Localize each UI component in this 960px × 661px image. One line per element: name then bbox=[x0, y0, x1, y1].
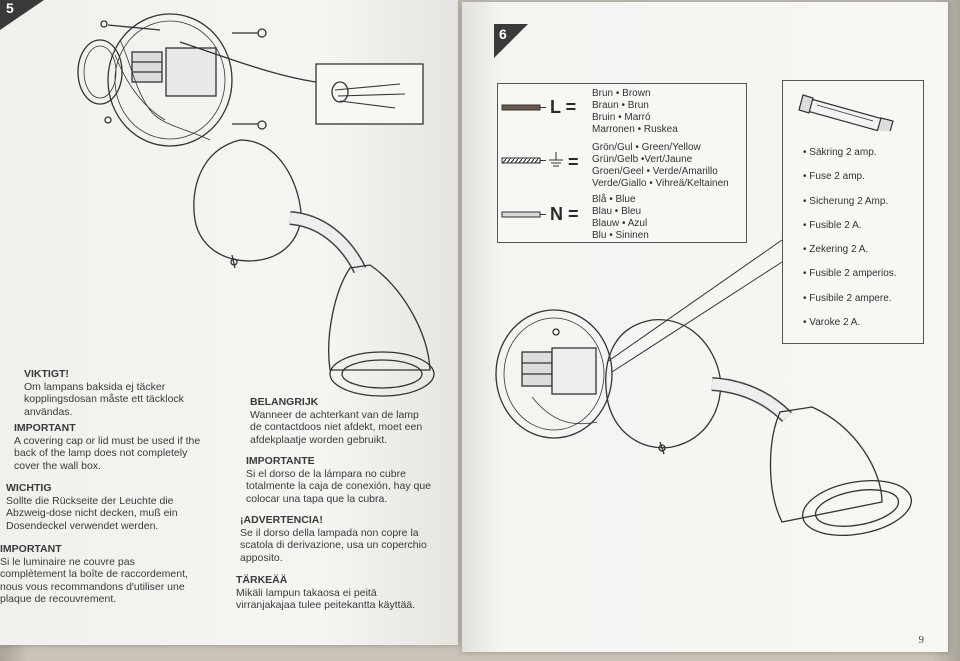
neutral-symbol: N = bbox=[550, 204, 579, 224]
warning-sv: VIKTIGT! Om lampans baksida ej täcker ko… bbox=[24, 368, 234, 418]
warning-heading: IMPORTANT bbox=[14, 422, 76, 434]
wire-label: Bruin • Marró bbox=[592, 112, 651, 123]
fuse-item: • Sicherung 2 Amp. bbox=[803, 196, 889, 207]
warning-line: plaque de recouvrement. bbox=[0, 593, 117, 606]
warning-heading: WICHTIG bbox=[6, 482, 52, 494]
fuse-item: • Fusible 2 A. bbox=[803, 220, 862, 231]
step-badge-5 bbox=[0, 0, 44, 30]
warning-line: nous vous recommandons d'utiliser une bbox=[0, 580, 185, 593]
fuse-icon bbox=[798, 94, 894, 131]
left-page: 5 bbox=[0, 0, 458, 645]
live-wire-labels: Brun • Brown Braun • Brun Bruin • Marró … bbox=[592, 88, 678, 136]
step-number-5: 5 bbox=[6, 0, 14, 16]
earth-wire-labels: Grön/Gul • Green/Yellow Grün/Gelb •Vert/… bbox=[592, 142, 729, 190]
warning-heading: BELANGRIJK bbox=[250, 396, 319, 408]
wire-label: Blå • Blue bbox=[592, 194, 636, 205]
fuse-item: • Fuse 2 amp. bbox=[803, 171, 865, 182]
fuse-label: Fuse 2 amp. bbox=[809, 171, 865, 182]
warning-line: complètement la boîte de raccordement, bbox=[0, 568, 188, 581]
warning-heading: VIKTIGT! bbox=[24, 368, 69, 380]
warning-es: IMPORTANTE Si el dorso de la lámpara no … bbox=[246, 455, 451, 505]
warning-heading: TÄRKEÄÄ bbox=[236, 574, 288, 586]
fuse-item: • Fusible 2 amperios. bbox=[803, 268, 897, 279]
warning-line: Se il dorso della lampada non copre la bbox=[240, 526, 419, 539]
wire-label: Blauw • Azul bbox=[592, 218, 648, 229]
warning-line: back of the lamp does not completely bbox=[14, 447, 188, 460]
warning-line: Si le luminaire ne couvre pas bbox=[0, 555, 135, 568]
right-page: 6 bbox=[462, 2, 948, 652]
warning-en: IMPORTANT A covering cap or lid must be … bbox=[14, 422, 239, 472]
warning-line: Sollte die Rückseite der Leuchte die bbox=[6, 494, 174, 507]
warning-line: användas. bbox=[24, 405, 73, 418]
fuse-label: Varoke 2 A. bbox=[809, 317, 861, 328]
warning-line: de contactdoos niet afdekt, moet een bbox=[250, 421, 423, 434]
warning-line: apposito. bbox=[240, 551, 283, 564]
wire-label: Marronen • Ruskea bbox=[592, 124, 678, 135]
fuse-item: • Fusibile 2 ampere. bbox=[803, 293, 892, 304]
warning-line: virranjakajaa tulee peitekantta käyttää. bbox=[236, 599, 416, 612]
warning-heading: ¡ADVERTENCIA! bbox=[240, 514, 323, 526]
wire-label: Grön/Gul • Green/Yellow bbox=[592, 142, 701, 153]
wire-label: Groen/Geel • Verde/Amarillo bbox=[592, 166, 718, 177]
fuse-label: Fusible 2 A. bbox=[809, 220, 862, 231]
fuse-rating-box: • Säkring 2 amp. • Fuse 2 amp. • Sicheru… bbox=[782, 80, 924, 344]
wire-label: Brun • Brown bbox=[592, 88, 651, 99]
step-number-6: 6 bbox=[499, 26, 507, 42]
wire-color-legend: L = = N = Brun • Brown Braun • Brun Brui… bbox=[497, 83, 747, 243]
live-symbol: L = bbox=[550, 97, 577, 117]
fuse-label: Sicherung 2 Amp. bbox=[809, 196, 889, 207]
wall-box-illustration bbox=[77, 13, 435, 397]
earth-symbol: = bbox=[568, 152, 579, 172]
warning-line: kopplingsdosan måste ett täcklock bbox=[24, 393, 184, 406]
step-badge-6 bbox=[494, 24, 528, 58]
wire-label: Blau • Bleu bbox=[592, 206, 642, 217]
warning-line: scatola di derivazione, usa un coperchio bbox=[240, 539, 427, 552]
wire-label: Blu • Sininen bbox=[592, 230, 649, 241]
warning-de: WICHTIG Sollte die Rückseite der Leuchte… bbox=[6, 482, 231, 532]
warning-nl: BELANGRIJK Wanneer de achterkant van de … bbox=[250, 396, 450, 446]
page-number: 9 bbox=[918, 634, 925, 646]
fuse-label: Fusibile 2 ampere. bbox=[809, 293, 892, 304]
warning-line: A covering cap or lid must be used if th… bbox=[14, 434, 201, 447]
fuse-label: Fusible 2 amperios. bbox=[809, 268, 897, 279]
fuse-item: • Zekering 2 A. bbox=[803, 244, 869, 255]
neutral-wire-labels: Blå • Blue Blau • Bleu Blauw • Azul Blu … bbox=[592, 194, 649, 242]
warning-line: totalmente la caja de conexión, hay que bbox=[246, 480, 432, 493]
warning-line: Mikäli lampun takaosa ei peitä bbox=[236, 586, 377, 599]
warning-heading: IMPORTANT bbox=[0, 543, 62, 555]
fuse-label: Säkring 2 amp. bbox=[809, 147, 877, 158]
wire-label: Verde/Giallo • Vihreä/Keltainen bbox=[592, 178, 729, 189]
warning-line: Abzweig-dose nicht decken, muß ein bbox=[6, 507, 178, 520]
warning-line: cover the wall box. bbox=[14, 459, 101, 472]
wire-icons bbox=[501, 104, 563, 218]
warning-line: Dosendeckel verwendet werden. bbox=[6, 519, 159, 532]
wire-label: Grün/Gelb •Vert/Jaune bbox=[592, 154, 693, 165]
warning-fi: TÄRKEÄÄ Mikäli lampun takaosa ei peitä v… bbox=[236, 574, 451, 612]
warning-fr: IMPORTANT Si le luminaire ne couvre pas … bbox=[0, 543, 230, 606]
fuse-item: • Varoke 2 A. bbox=[803, 317, 861, 328]
fuse-item: • Säkring 2 amp. bbox=[803, 147, 877, 158]
warning-line: afdekplaatje worden gebruikt. bbox=[250, 433, 388, 446]
fuse-label: Zekering 2 A. bbox=[809, 244, 869, 255]
warning-line: Si el dorso de la lámpara no cubre bbox=[246, 467, 406, 480]
warning-line: Wanneer de achterkant van de lamp bbox=[250, 408, 419, 421]
warning-it: ¡ADVERTENCIA! Se il dorso della lampada … bbox=[240, 514, 450, 564]
warning-line: colocar una tapa que la cubra. bbox=[246, 492, 388, 505]
wire-label: Braun • Brun bbox=[592, 100, 649, 111]
warning-heading: IMPORTANTE bbox=[246, 455, 315, 467]
warning-line: Om lampans baksida ej täcker bbox=[24, 380, 166, 393]
